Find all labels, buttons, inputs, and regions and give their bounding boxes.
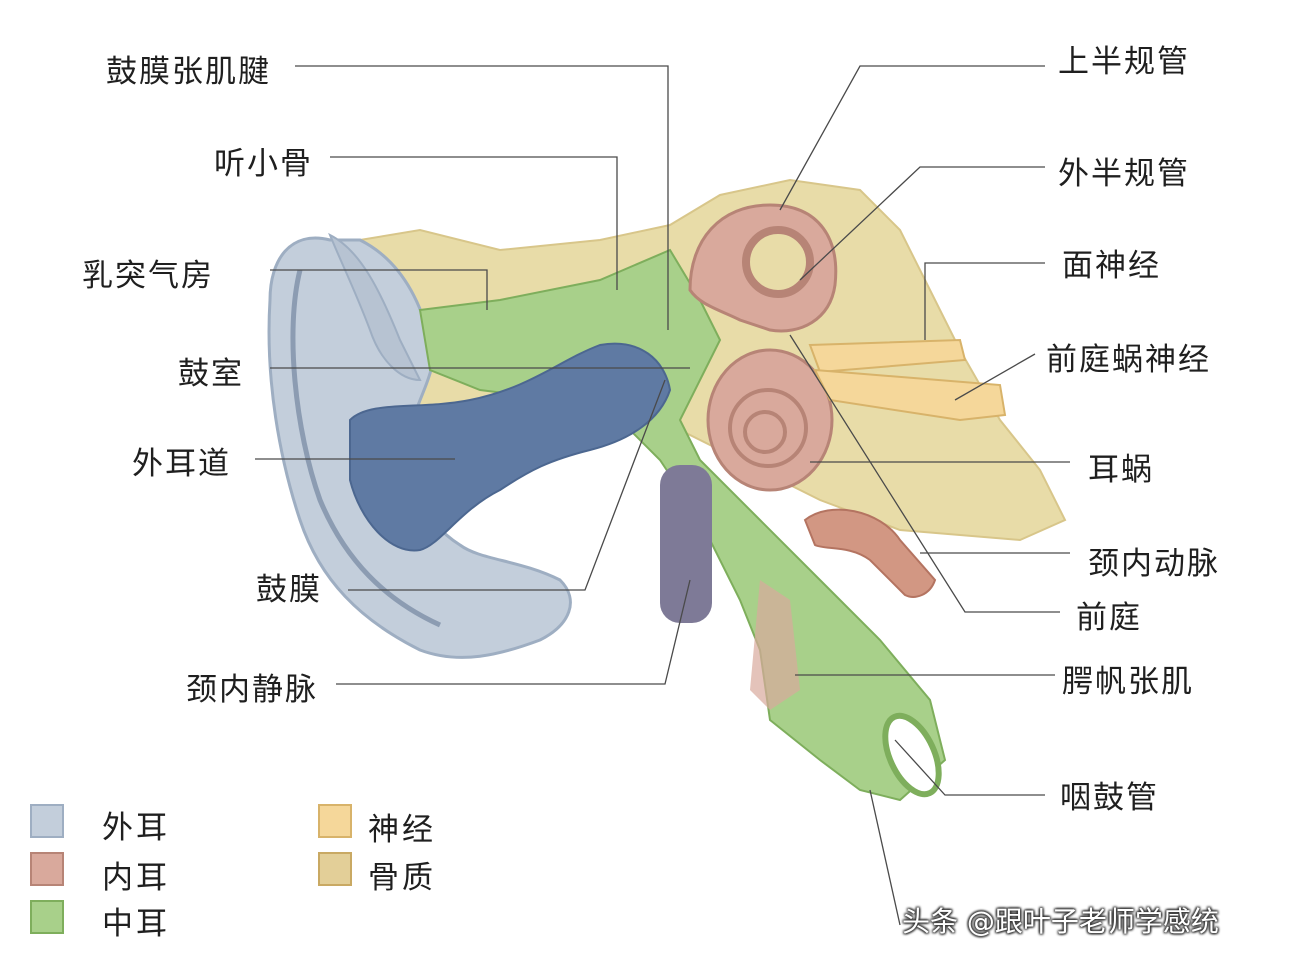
label-ossicles: 听小骨 — [214, 146, 313, 182]
legend-label-bone: 骨质 — [368, 860, 436, 896]
cochlea-spiral-2 — [743, 410, 787, 454]
legend-label-nerve: 神经 — [368, 812, 436, 848]
label-mastoid-air-cells: 乳突气房 — [82, 258, 214, 294]
label-internal-jugular-vein: 颈内静脉 — [186, 672, 318, 708]
legend-swatch-bone — [318, 852, 352, 886]
semicircular-canal-loop — [742, 226, 814, 298]
legend-label-middle-ear: 中耳 — [102, 906, 170, 942]
label-lateral-semicircular-canal: 外半规管 — [1058, 156, 1190, 192]
label-external-auditory-canal: 外耳道 — [132, 446, 231, 482]
label-eardrum: 鼓膜 — [256, 572, 322, 608]
label-tensor-veli-palatini: 腭帆张肌 — [1062, 664, 1194, 700]
carotid-artery-shape — [803, 508, 937, 598]
label-internal-carotid-artery: 颈内动脉 — [1088, 546, 1220, 582]
facial-nerve-shape — [808, 338, 967, 374]
cochlea-spiral-1 — [728, 388, 808, 468]
legend-label-outer-ear: 外耳 — [102, 810, 170, 846]
watermark: 头条 @跟叶子老师学感统 — [902, 905, 1219, 938]
label-tympanic-cavity: 鼓室 — [178, 356, 244, 392]
leader-lines — [255, 65, 1070, 926]
outer-ear-fold — [290, 269, 442, 628]
legend-swatch-inner-ear — [30, 852, 64, 886]
label-superior-semicircular-canal: 上半规管 — [1058, 44, 1190, 80]
legend-label-inner-ear: 内耳 — [102, 860, 170, 896]
legend-swatch-outer-ear — [30, 804, 64, 838]
label-vestibulocochlear-nerve: 前庭蜗神经 — [1046, 342, 1211, 378]
label-facial-nerve: 面神经 — [1062, 248, 1161, 284]
label-tensor-tympani-tendon: 鼓膜张肌腱 — [106, 54, 271, 90]
ear-canal-region — [349, 342, 672, 552]
jugular-vein-shape — [660, 465, 712, 623]
eustachian-tube-opening — [882, 712, 942, 798]
tensor-veli-palatini-shape — [750, 580, 800, 710]
label-vestibule: 前庭 — [1076, 600, 1142, 636]
label-eustachian-tube: 咽鼓管 — [1060, 780, 1159, 816]
legend-swatch-middle-ear — [30, 900, 64, 934]
legend-swatch-nerve — [318, 804, 352, 838]
label-cochlea: 耳蜗 — [1088, 452, 1154, 488]
outer-ear-region — [267, 236, 572, 659]
